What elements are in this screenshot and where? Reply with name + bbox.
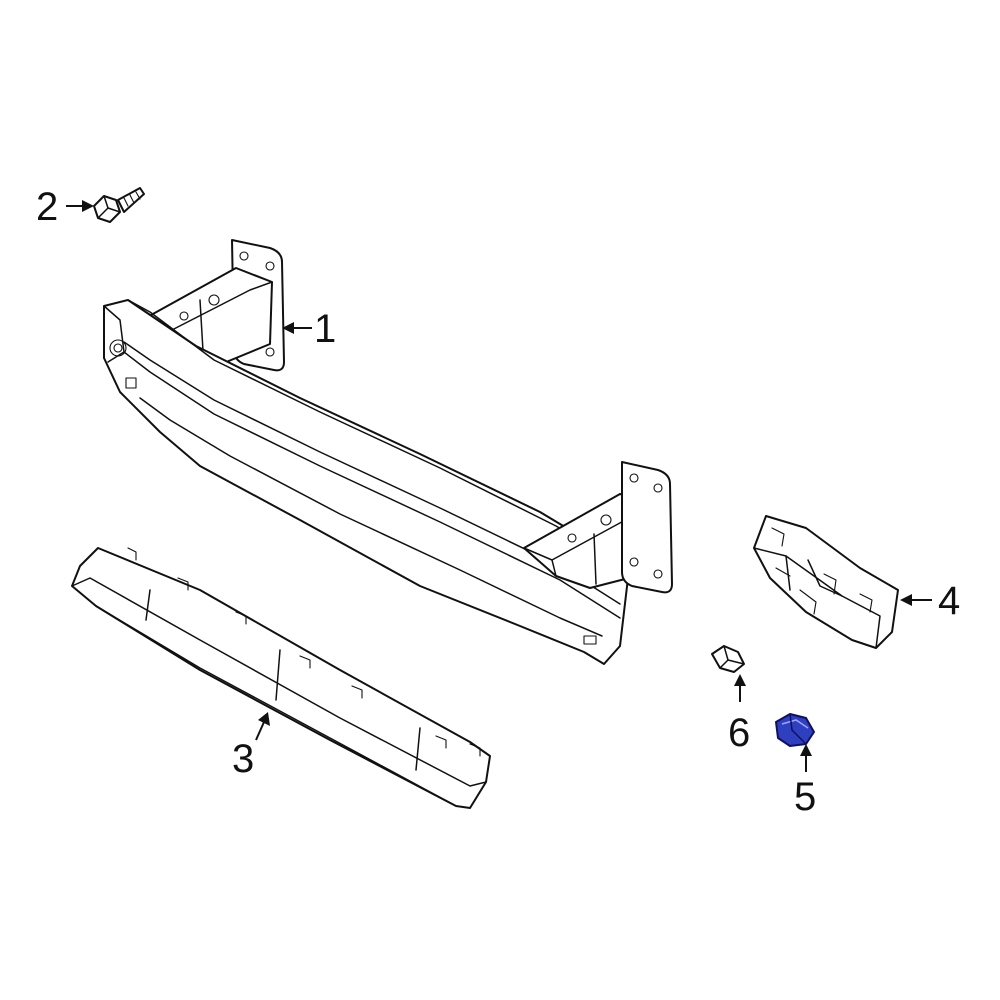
callout-number-5: 5: [794, 775, 816, 819]
mounting-bracket[interactable]: [753, 515, 899, 649]
callout-arrow-6: [734, 674, 746, 702]
callout-number-1: 1: [314, 307, 336, 351]
callout-arrow-5: [800, 744, 812, 772]
callout-arrow-4: [900, 594, 932, 606]
clip-nut-icon[interactable]: [775, 713, 815, 747]
lower-trim-absorber[interactable]: [71, 547, 491, 809]
callout-arrow-1: [282, 322, 312, 334]
callout-number-2: 2: [36, 185, 58, 229]
callout-arrow-3: [255, 712, 270, 741]
bumper-reinforcement-beam[interactable]: [103, 239, 673, 665]
retainer-clip-icon[interactable]: [711, 645, 745, 673]
callout-number-4: 4: [938, 579, 960, 623]
callout-number-6: 6: [728, 711, 750, 755]
screw-bolt-icon[interactable]: [93, 187, 145, 223]
callout-arrow-2: [66, 200, 94, 212]
callout-number-3: 3: [232, 737, 254, 781]
